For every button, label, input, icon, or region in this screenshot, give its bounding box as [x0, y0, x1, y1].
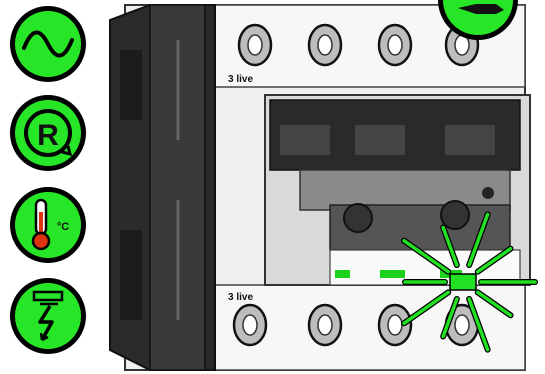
top-terminal-label: 3 live — [228, 74, 253, 85]
thermometer-unit: °C — [57, 221, 69, 233]
terminal-screw — [379, 25, 411, 65]
terminal-screw — [234, 305, 266, 345]
thermometer-icon: °C — [10, 187, 86, 263]
reset-letter: R — [37, 119, 59, 152]
terminal-screw — [309, 25, 341, 65]
reset-icon: R — [10, 95, 86, 171]
terminal-screw — [309, 305, 341, 345]
bottom-terminal-label: 3 live — [228, 292, 253, 303]
terminal-screw — [239, 25, 271, 65]
short-circuit-icon — [10, 278, 86, 354]
sine-wave-icon — [10, 6, 86, 82]
status-light-center — [450, 274, 476, 290]
